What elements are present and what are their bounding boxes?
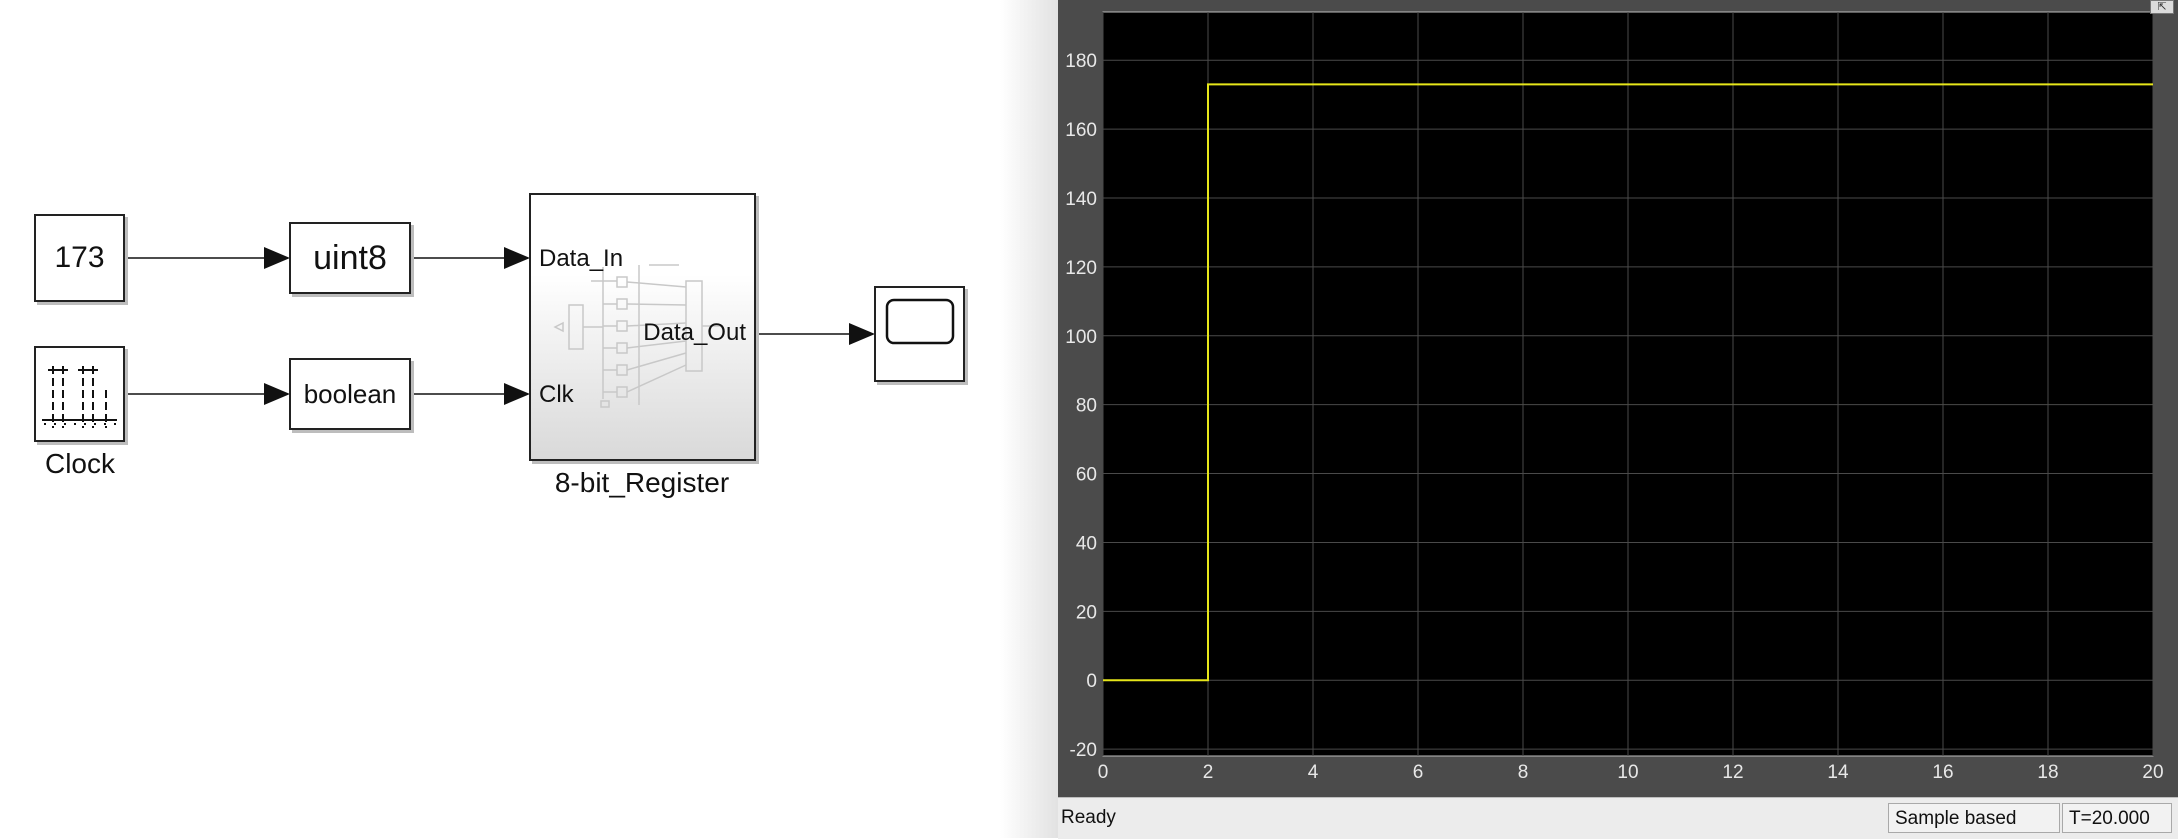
- restore-icon[interactable]: ⇱: [2150, 0, 2174, 14]
- clock-pulse-icon: [42, 366, 117, 428]
- x-tick-label: 8: [1518, 762, 1529, 783]
- y-tick-label: 60: [1076, 465, 1097, 486]
- y-tick-label: 0: [1086, 671, 1097, 692]
- x-tick-label: 14: [1827, 762, 1849, 783]
- x-tick-label: 0: [1098, 762, 1109, 783]
- x-tick-label: 12: [1722, 762, 1743, 783]
- register-port-clk: Clk: [539, 381, 574, 408]
- register-caption: 8-bit_Register: [554, 467, 730, 498]
- y-tick-label: 40: [1076, 533, 1097, 554]
- signal-wires: [125, 247, 875, 405]
- y-tick-label: 120: [1065, 258, 1097, 279]
- register-port-data-out: Data_Out: [643, 319, 746, 346]
- y-tick-label: 160: [1065, 120, 1097, 141]
- x-tick-label: 6: [1413, 762, 1424, 783]
- register-schematic-icon: [553, 264, 721, 408]
- status-mode-text: Sample based: [1888, 803, 2060, 833]
- y-tick-label: 80: [1076, 396, 1097, 417]
- y-tick-label: -20: [1070, 740, 1097, 761]
- model-canvas[interactable]: 173 uint8 Clock boolean: [0, 0, 1058, 838]
- uint8-label: uint8: [313, 238, 387, 277]
- status-state-text: Ready: [1061, 807, 1116, 828]
- x-tick-label: 16: [1932, 762, 1953, 783]
- window-edge-shadow: [1000, 0, 1060, 838]
- boolean-conversion-block[interactable]: boolean: [289, 358, 411, 430]
- boolean-label: boolean: [303, 378, 397, 409]
- constant-value: 173: [54, 241, 105, 274]
- series-line: [1103, 83, 2153, 682]
- constant-block[interactable]: 173: [34, 214, 125, 302]
- status-time-text: T=20.000: [2062, 803, 2172, 833]
- x-tick-label: 10: [1617, 762, 1638, 783]
- status-bar: Ready Sample based T=20.000: [1058, 797, 2178, 839]
- clock-block[interactable]: [34, 346, 125, 442]
- y-tick-label: 100: [1065, 327, 1097, 348]
- clock-caption: Clock: [44, 448, 115, 479]
- scope-icon: [885, 298, 955, 345]
- x-tick-label: 18: [2037, 762, 2058, 783]
- register-port-data-in: Data_In: [539, 245, 624, 272]
- x-tick-label: 4: [1308, 762, 1319, 783]
- scope-block[interactable]: [874, 286, 965, 382]
- y-tick-label: 20: [1076, 602, 1097, 623]
- uint8-conversion-block[interactable]: uint8: [289, 222, 411, 294]
- x-tick-label: 20: [2142, 762, 2163, 783]
- y-tick-label: 140: [1065, 189, 1097, 210]
- register-subsystem-block[interactable]: Data_In Clk Data_Out: [529, 193, 756, 461]
- y-tick-label: 180: [1065, 51, 1097, 72]
- x-tick-label: 2: [1203, 762, 1214, 783]
